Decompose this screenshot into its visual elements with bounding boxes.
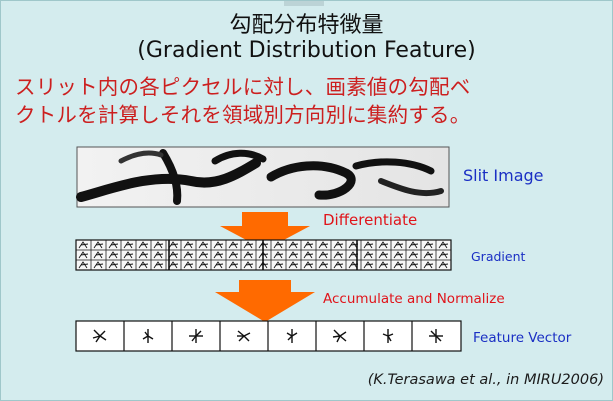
- description-line-1: スリット内の各ピクセルに対し、画素値の勾配ベ: [15, 75, 471, 99]
- description-line-2: クトルを計算しそれを領域別方向別に集約する。: [15, 103, 471, 127]
- slide-title-japanese: 勾配分布特徴量: [229, 13, 384, 38]
- feature-vector: [75, 320, 462, 352]
- differentiate-arrow: [220, 212, 310, 250]
- feature-cell-2-star-icon: [142, 329, 154, 343]
- feature-cell-5-star-icon: [286, 329, 298, 343]
- feature-cell-8-star-icon: [429, 329, 443, 343]
- gradient-label: Gradient: [471, 249, 526, 264]
- slide-top-strip: [284, 1, 324, 6]
- citation: (K.Terasawa et al., in MIRU2006): [367, 372, 604, 388]
- accumulate-arrow: [215, 280, 315, 322]
- gradient-grid: [75, 239, 452, 271]
- differentiate-label: Differentiate: [323, 211, 418, 229]
- slide-title-english: (Gradient Distribution Feature): [137, 38, 476, 63]
- slit-image: [76, 146, 450, 208]
- accumulate-normalize-label: Accumulate and Normalize: [323, 291, 505, 307]
- feature-cell-7-star-icon: [382, 329, 394, 343]
- feature-vector-label: Feature Vector: [473, 330, 572, 346]
- slit-image-label: Slit Image: [463, 166, 544, 185]
- feature-cell-1-star-icon: [92, 329, 107, 343]
- feature-cell-6-star-icon: [332, 329, 347, 343]
- feature-cell-4-star-icon: [237, 330, 251, 342]
- feature-cell-3-star-icon: [189, 329, 203, 343]
